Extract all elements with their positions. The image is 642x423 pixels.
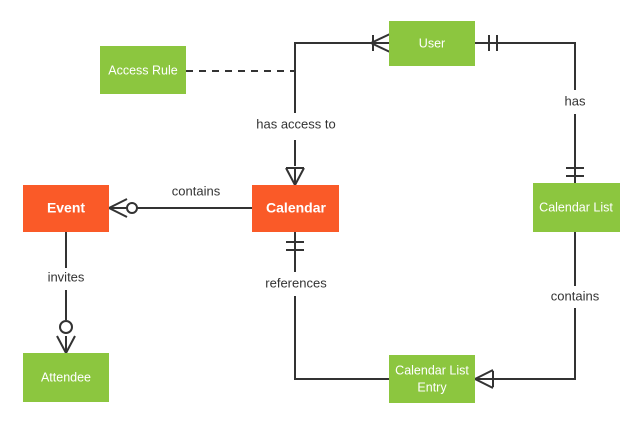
relationship-label-has-access-to: has access to xyxy=(256,116,336,131)
entity-access-rule[interactable]: Access Rule xyxy=(100,46,186,94)
connector-calendar-list-entry xyxy=(286,232,389,380)
relationship-label-invites: invites xyxy=(48,269,85,284)
relationship-label-contains-event-calendar: contains xyxy=(172,183,221,198)
cardinality-crowsfoot-calendar-top xyxy=(285,167,305,186)
relationship-label-references: references xyxy=(265,275,327,290)
cardinality-crowsfoot-attendee-top xyxy=(56,335,76,354)
entity-access-rule-label: Access Rule xyxy=(108,63,178,77)
entity-calendar-list-entry-label-line2: Entry xyxy=(417,380,447,394)
entity-event-label: Event xyxy=(47,200,85,216)
connector-contains-path-lower xyxy=(493,308,576,380)
relationship-label-has: has xyxy=(565,93,586,108)
entity-calendar-label: Calendar xyxy=(266,200,326,216)
cardinality-zero-circle-attendee-top xyxy=(59,320,73,334)
entity-user[interactable]: User xyxy=(389,21,475,66)
cardinality-zero-circle-event-right xyxy=(126,202,138,214)
entity-user-label: User xyxy=(419,36,445,50)
entity-calendar-list[interactable]: Calendar List xyxy=(533,183,620,232)
entity-calendar-list-entry-label-line1: Calendar List xyxy=(395,363,469,377)
entity-attendee-rect[interactable] xyxy=(23,353,109,402)
entity-attendee[interactable]: Attendee xyxy=(23,353,109,402)
connector-event-calendar xyxy=(108,198,252,218)
relationship-label-contains-calendarlist-entry: contains xyxy=(551,288,600,303)
entity-calendar-list-rect[interactable] xyxy=(533,183,620,232)
connector-event-attendee xyxy=(56,232,76,354)
entity-event[interactable]: Event xyxy=(23,185,109,232)
connector-user-calendar xyxy=(285,33,391,186)
entity-event-rect[interactable] xyxy=(23,185,109,232)
connector-references-path-lower xyxy=(294,296,389,380)
entity-user-rect[interactable] xyxy=(389,21,475,66)
entity-calendar-list-label: Calendar List xyxy=(539,200,613,214)
entity-attendee-label: Attendee xyxy=(41,370,91,384)
entity-calendar-list-entry-rect[interactable] xyxy=(389,355,475,403)
entity-calendar-list-entry[interactable]: Calendar List Entry xyxy=(389,355,475,403)
entity-calendar-rect[interactable] xyxy=(252,185,339,232)
cardinality-crowsfoot-event-right xyxy=(108,198,128,218)
connector-user-calendar-path xyxy=(294,42,389,113)
connector-calendarlist-entry xyxy=(474,232,576,389)
connector-user-calendar-list-path-upper xyxy=(475,42,576,90)
cardinality-crowsfoot-entry-right xyxy=(474,369,494,389)
connector-user-calendar-list xyxy=(475,35,584,183)
cardinality-crowsfoot-user-left xyxy=(370,33,391,53)
entity-calendar[interactable]: Calendar xyxy=(252,185,339,232)
entity-access-rule-rect[interactable] xyxy=(100,46,186,94)
